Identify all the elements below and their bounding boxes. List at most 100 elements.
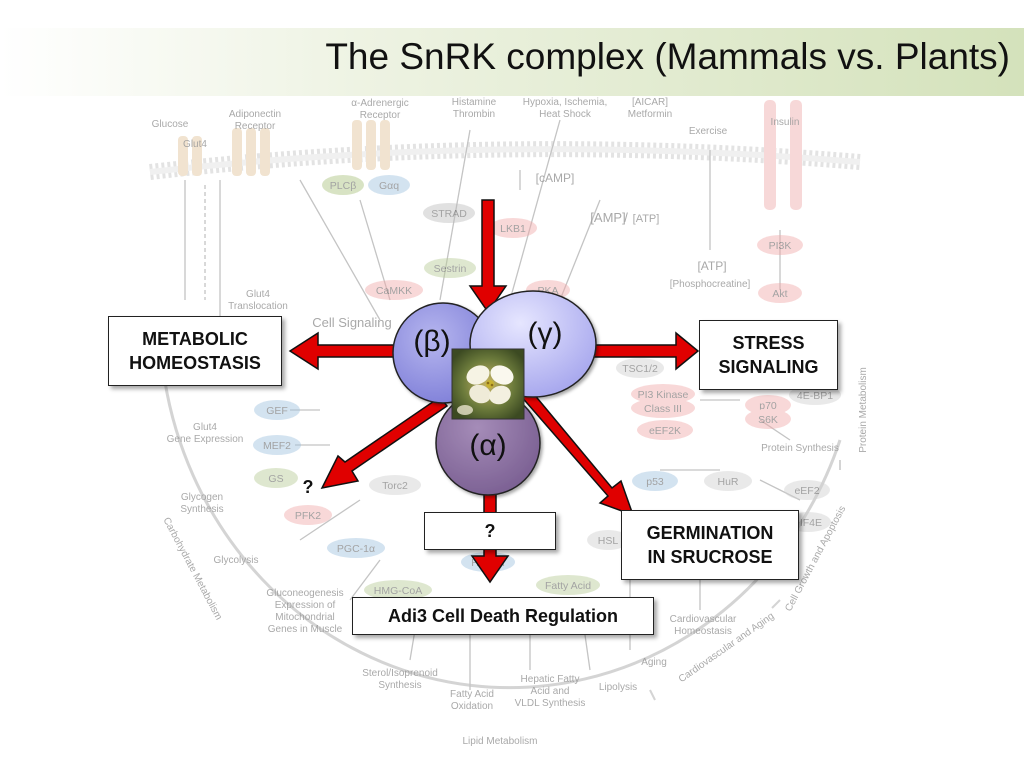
bg-label-43: Protein Metabolism [858, 367, 869, 453]
bg-label-28: Expression of [275, 600, 336, 611]
bg-label-18: [ATP] [697, 259, 726, 273]
bg-label-16: / [624, 210, 628, 225]
bg-label-5: Thrombin [453, 109, 495, 120]
background-pathway [149, 100, 861, 701]
bg-node-12: PFK2 [284, 505, 332, 525]
bg-label-1: Receptor [235, 121, 276, 132]
unknown-label: ? [484, 521, 496, 541]
question-mark: ? [303, 477, 314, 497]
bg-node-label: Class III [644, 403, 682, 415]
bg-node-label: p53 [646, 476, 664, 488]
bg-label-46: Carbohydrate Metabolism [160, 516, 223, 622]
bg-node-4: Sestrin [424, 258, 476, 278]
bg-node-20: HuR [704, 471, 752, 491]
bg-node-label: MEF2 [263, 440, 291, 452]
stress-signaling-box: STRESS SIGNALING [699, 320, 838, 390]
bg-node-label: PFK2 [295, 510, 321, 522]
bg-node-21: eEF2K [637, 420, 693, 440]
bg-node-8: Akt [758, 283, 802, 303]
bg-node-label: eEF2 [794, 485, 819, 497]
flower-photo [451, 348, 525, 420]
beta-label: (β) [413, 325, 450, 358]
stress-line-2: SIGNALING [718, 357, 819, 377]
bg-node-label: LKB1 [500, 223, 526, 235]
bg-node-label: S6K [758, 414, 778, 426]
bg-label-9: Metformin [628, 109, 672, 120]
bg-node-13: Torc2 [369, 475, 421, 495]
bg-label-17: [ATP] [633, 213, 660, 225]
bg-node-label: Akt [772, 288, 787, 300]
bg-label-10: Exercise [689, 126, 728, 137]
bg-label-15: [AMP] [590, 210, 625, 225]
bg-label-8: [AICAR] [632, 97, 668, 108]
germination-box: GERMINATION IN SRUCROSE [621, 510, 799, 580]
bg-node-label: Gαq [379, 180, 399, 192]
page-title: The SnRK complex (Mammals vs. Plants) [325, 36, 1010, 77]
bg-node-label: PI3K [769, 240, 792, 252]
bg-label-47: Lipid Metabolism [462, 736, 537, 747]
bg-label-25: Synthesis [180, 504, 223, 515]
bg-label-31: Sterol/Isoprenoid [362, 668, 438, 679]
stress-line-1: STRESS [732, 333, 805, 353]
title-bar [0, 28, 1024, 96]
bg-node-label: HSL [598, 535, 619, 547]
bg-label-11: Insulin [771, 117, 800, 128]
bg-label-30: Genes in Muscle [268, 624, 343, 635]
bg-node-label: Torc2 [382, 480, 408, 492]
bg-node-3: LKB1 [489, 218, 537, 238]
bg-label-39: Aging [641, 657, 667, 668]
bg-label-37: VLDL Synthesis [515, 698, 586, 709]
bg-label-22: Glut4 [193, 422, 217, 433]
arrow-lower-left [320, 395, 449, 490]
bg-node-label: eEF2K [649, 425, 681, 437]
bg-node-label: Fatty Acid [545, 580, 591, 592]
bg-label-24: Glycogen [181, 492, 223, 503]
bg-label-36: Acid and [531, 686, 570, 697]
bg-label-13: Glut4 [183, 139, 207, 150]
bg-node-9: GEF [254, 400, 300, 420]
bg-node-18: HSL [587, 530, 629, 550]
bg-label-27: Gluconeogenesis [266, 588, 343, 599]
gamma-label: (γ) [528, 317, 563, 350]
adi3-box: Adi3 Cell Death Regulation [352, 597, 654, 635]
bg-node-5: CaMKK [365, 280, 423, 300]
arrow-lower-right [518, 385, 635, 517]
bg-node-7: PI3K [757, 235, 803, 255]
metabolic-homeostasis-box: METABOLIC HOMEOSTASIS [108, 316, 282, 386]
bg-label-29: Mitochondrial [275, 612, 334, 623]
bg-node-25: S6K [745, 409, 791, 429]
bg-node-label: GEF [266, 405, 288, 417]
bg-node-0: PLCβ [322, 175, 364, 195]
bg-node-11: GS [254, 468, 298, 488]
bg-label-26: Glycolysis [213, 555, 258, 566]
bg-node-23: Class III [631, 398, 695, 418]
bg-node-label: 4E-BP1 [797, 390, 833, 402]
germination-line-1: GERMINATION [646, 523, 774, 543]
bg-node-15: HMG-CoA [364, 580, 432, 600]
alpha-label: (α) [469, 429, 506, 462]
bg-node-10: MEF2 [253, 435, 301, 455]
bg-label-42: Protein Synthesis [761, 443, 839, 454]
bg-node-label: GS [268, 473, 283, 485]
bg-label-20: Glut4 [246, 289, 270, 300]
adi3-label: Adi3 Cell Death Regulation [387, 606, 619, 626]
bg-label-38: Lipolysis [599, 682, 637, 693]
metabolic-line-2: HOMEOSTASIS [129, 353, 261, 373]
bg-node-label: CaMKK [376, 285, 412, 297]
bg-label-41: Homeostasis [674, 626, 732, 637]
bg-node-27: TSC1/2 [616, 358, 664, 378]
bg-node-label: PI3 Kinase [638, 389, 689, 401]
bg-label-4: Histamine [452, 97, 497, 108]
bg-label-32: Synthesis [378, 680, 421, 691]
bg-label-3: Receptor [360, 110, 401, 121]
bg-node-label: PGC-1α [337, 543, 375, 555]
bg-node-28: eEF2 [784, 480, 830, 500]
bg-node-label: eIF4E [794, 517, 822, 529]
bg-node-label: p70 [759, 400, 777, 412]
bg-node-2: STRAD [423, 203, 475, 223]
arrow-top [468, 199, 508, 314]
bg-label-19: [Phosphocreatine] [670, 279, 751, 290]
bg-node-19: p53 [632, 471, 678, 491]
